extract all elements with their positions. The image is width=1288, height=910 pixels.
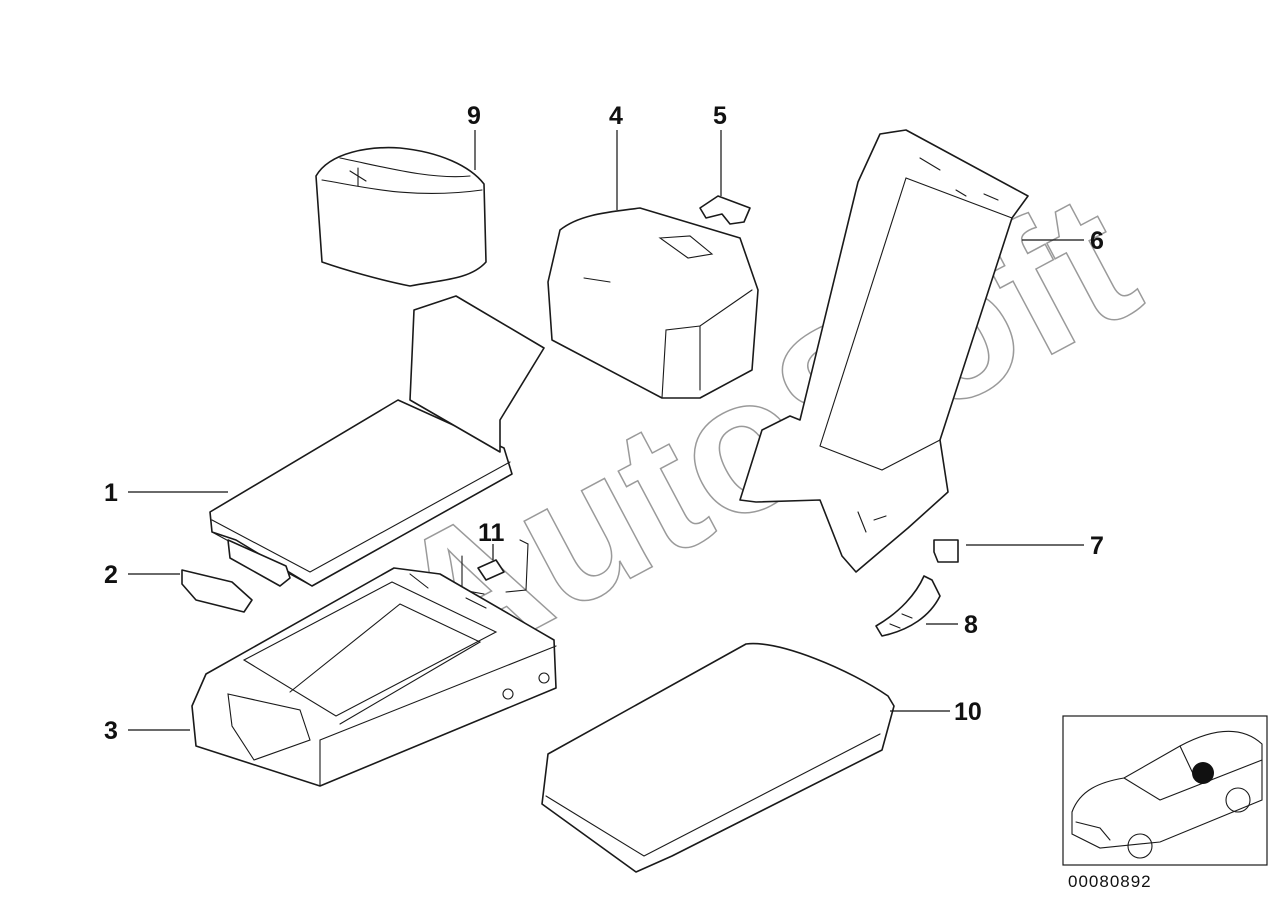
- callout-4[interactable]: 4: [609, 102, 623, 130]
- callout-11[interactable]: 11: [478, 519, 505, 547]
- leader-lines: [128, 130, 1084, 731]
- part-10-armrest-pad[interactable]: [541, 642, 895, 873]
- part-5-clip[interactable]: [699, 195, 751, 225]
- car-outline-icon: [1071, 730, 1263, 859]
- drawing-code: 00080892: [1068, 872, 1152, 891]
- callout-6[interactable]: 6: [1090, 227, 1104, 255]
- part-11-pin[interactable]: [461, 539, 529, 595]
- part-7-bracket[interactable]: [933, 539, 959, 563]
- callout-8[interactable]: 8: [964, 611, 978, 639]
- part-4-armrest-cover[interactable]: [547, 207, 759, 399]
- part-3-armrest-base[interactable]: [191, 567, 557, 787]
- part-1-armrest-lid[interactable]: [209, 295, 545, 587]
- callout-1[interactable]: 1: [104, 479, 118, 507]
- callout-10[interactable]: 10: [954, 698, 982, 726]
- callout-7[interactable]: 7: [1090, 532, 1104, 560]
- callout-9[interactable]: 9: [467, 102, 481, 130]
- vehicle-locator-inset: [1062, 715, 1268, 866]
- part-2-handle[interactable]: [181, 539, 291, 613]
- callout-2[interactable]: 2: [104, 561, 118, 589]
- callout-5[interactable]: 5: [713, 102, 727, 130]
- part-6-frame[interactable]: [739, 129, 1029, 573]
- callout-labels: 1 2 3 4 5 6 7 8 9 10 11: [104, 102, 1104, 745]
- part-9-first-aid-kit[interactable]: [315, 146, 487, 287]
- location-marker-icon: [1192, 762, 1214, 784]
- callout-3[interactable]: 3: [104, 717, 118, 745]
- part-8-curved-trim[interactable]: [875, 575, 941, 637]
